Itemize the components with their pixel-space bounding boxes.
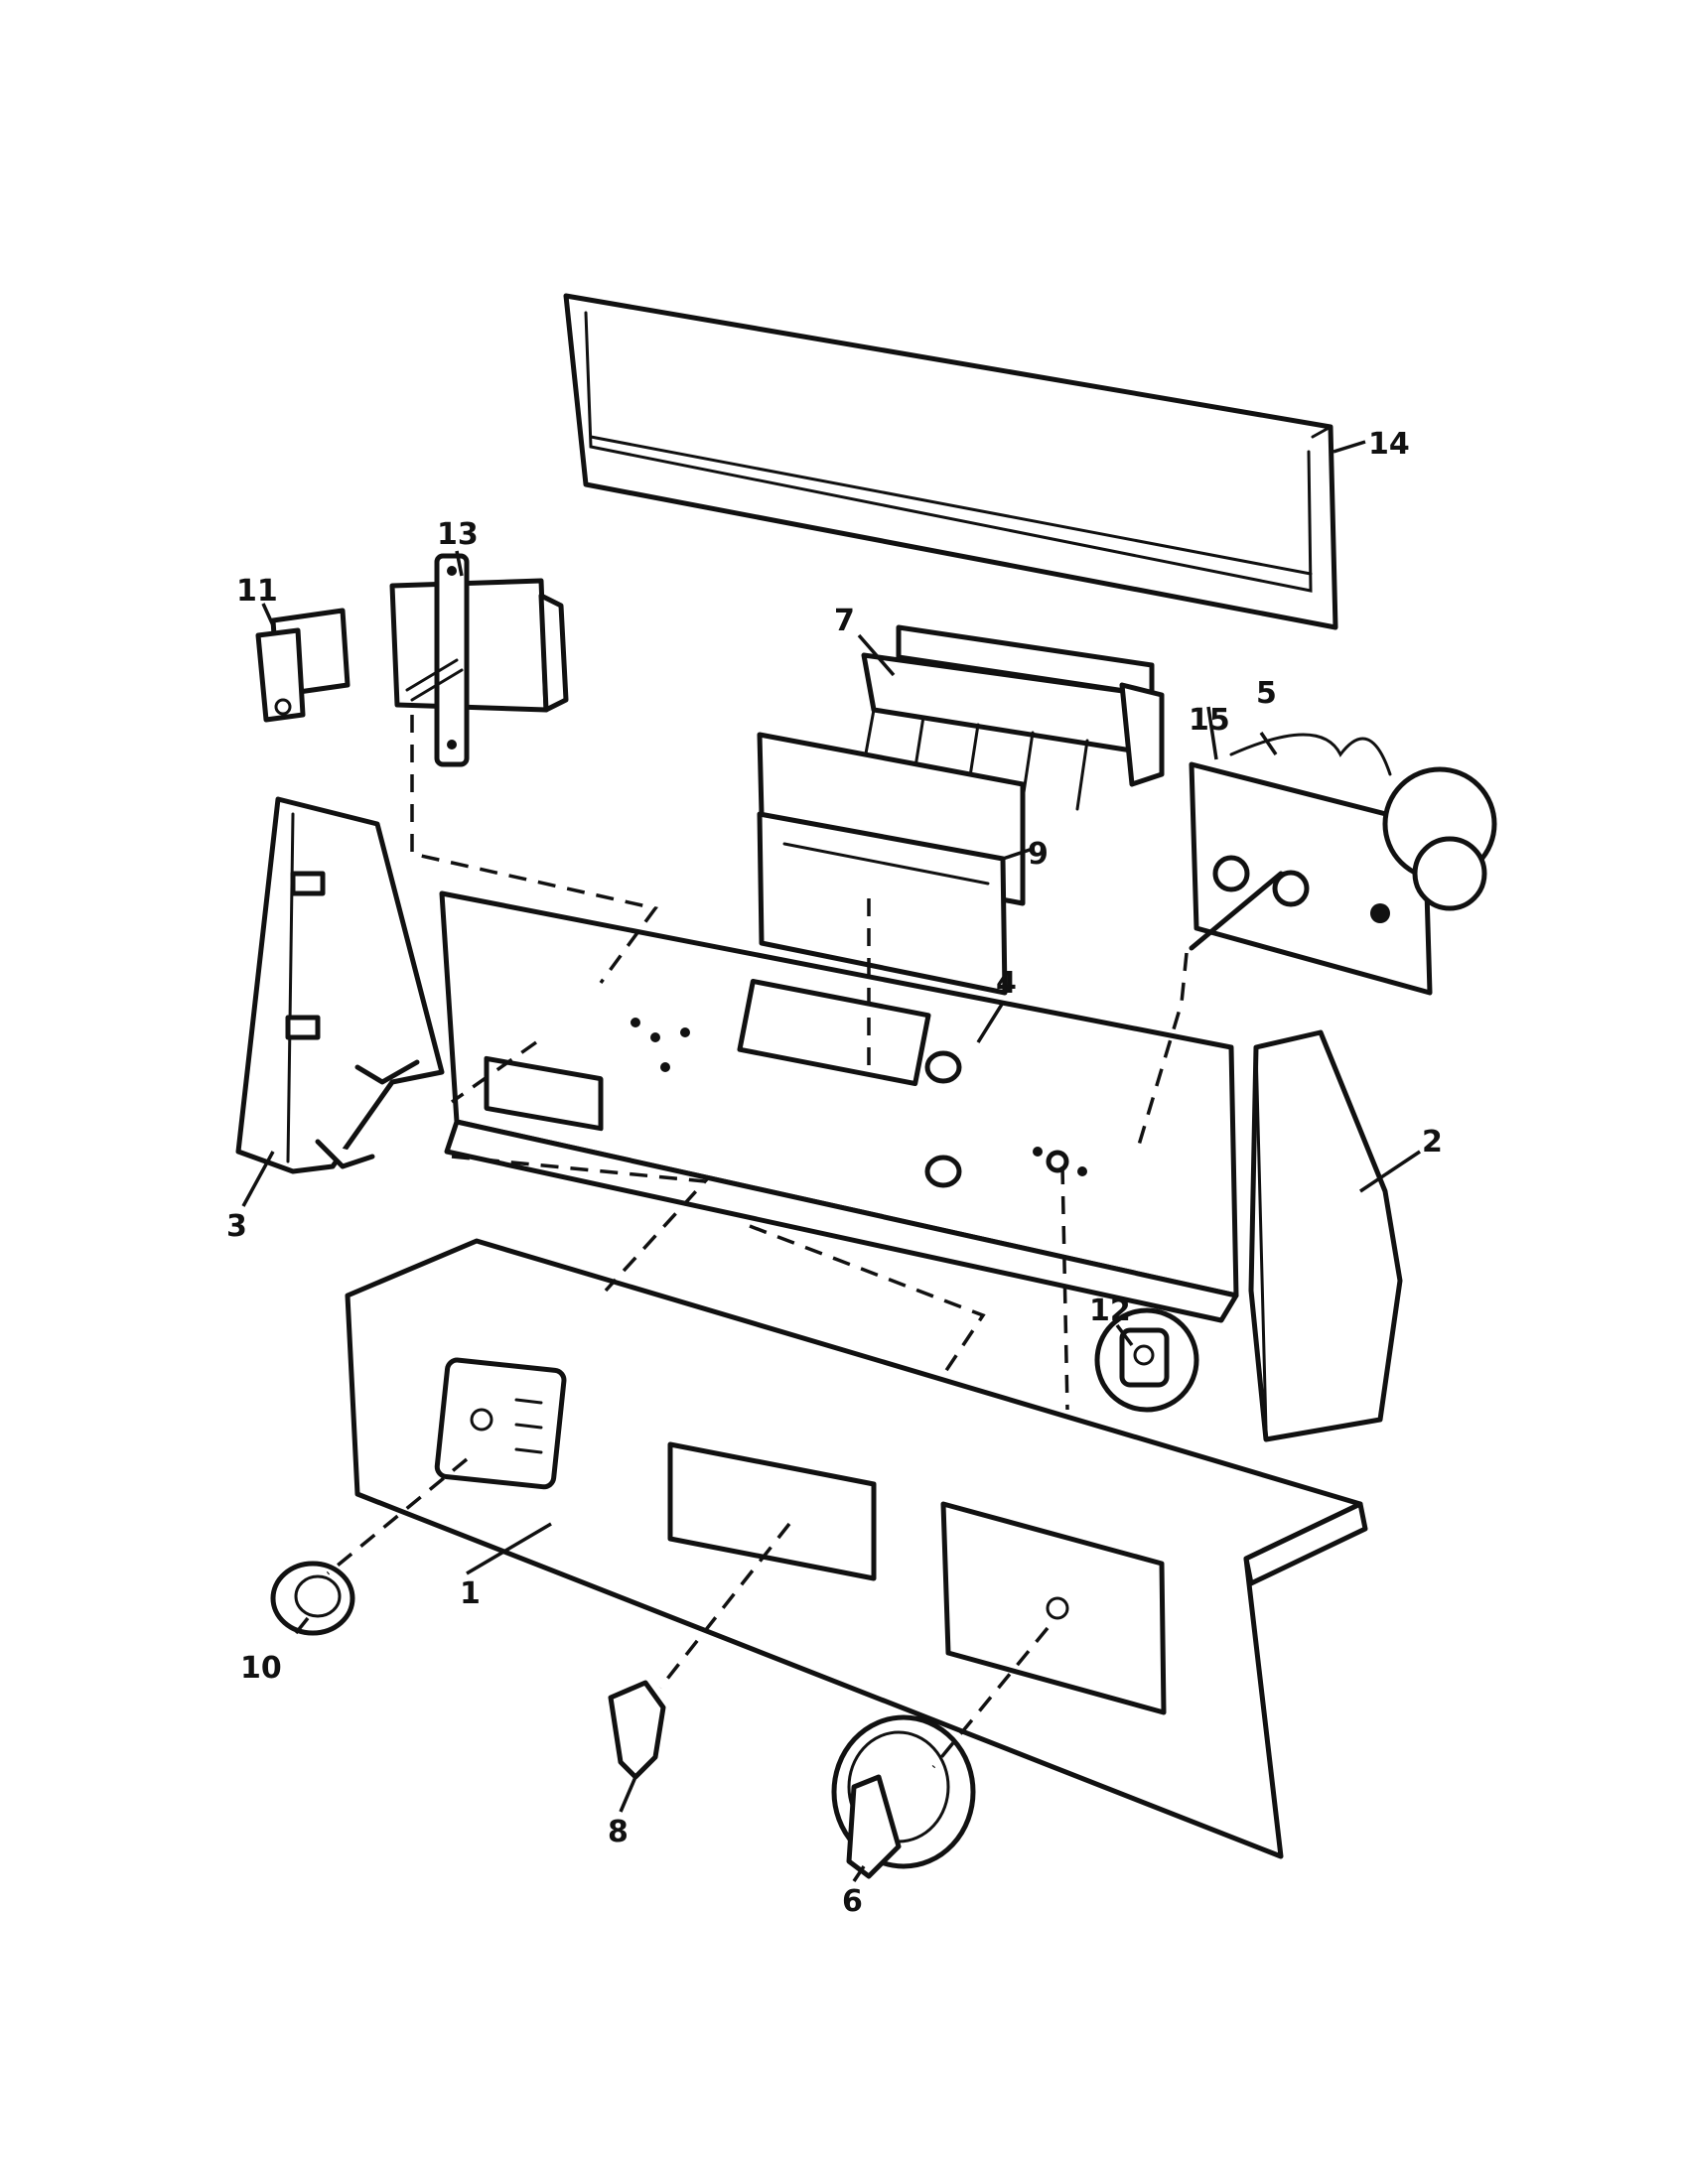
part-9-bracket [757,732,1026,996]
part-1-front-console [345,1238,1368,1859]
part-11-relay [255,608,351,723]
callout-3: 3 [226,1209,247,1244]
part-2-right-end-cap [1248,1029,1403,1442]
callout-6: 6 [842,1884,863,1919]
callout-9: 9 [1028,837,1049,872]
part-12-clip [1094,1307,1199,1413]
callout-12: 12 [1089,1294,1131,1328]
callout-14: 14 [1368,427,1410,462]
part-8-knob [608,1680,666,1780]
callout-10: 10 [240,1651,282,1686]
part-7-terminal-block [861,624,1165,811]
callout-4: 4 [996,966,1017,1001]
part-4-control-panel-backplate [439,890,1239,1323]
part-14-rear-cover-panel [563,293,1338,630]
callout-labels: 14 13 11 7 15 5 9 4 2 3 12 1 10 8 6 [226,427,1443,1919]
callout-1: 1 [460,1576,481,1611]
assembly-dashed-lines [326,715,1189,1769]
callout-5: 5 [1256,676,1277,711]
part-5-timer [1189,733,1497,996]
part-6-dial-knob [831,1714,976,1879]
part-10-knob [270,1561,355,1636]
callout-2: 2 [1422,1125,1443,1160]
part-13-switch-assembly [389,553,569,767]
callout-13: 13 [437,517,479,552]
part-3-left-end-cap [235,796,445,1174]
callout-8: 8 [608,1815,629,1849]
callout-15: 15 [1189,703,1230,738]
leader-lines [241,440,1421,1882]
callout-11: 11 [236,574,278,609]
callout-7: 7 [834,604,855,638]
